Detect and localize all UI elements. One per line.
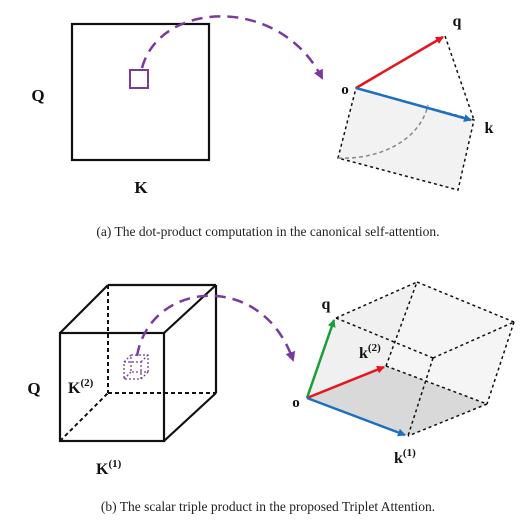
projection-arc <box>337 104 429 159</box>
matrix-row-label: Q <box>31 86 44 105</box>
parallelepiped-base <box>307 366 487 436</box>
tensor-row-label: Q <box>27 379 40 398</box>
caption-a: (a) The dot-product computation in the c… <box>96 224 439 239</box>
attention-tensor <box>58 283 218 443</box>
query-vector <box>355 35 444 90</box>
panel-b: Q K(2) K(1) o q k(2) <box>27 281 515 514</box>
tensor-cell-highlight <box>123 354 149 380</box>
query-label: q <box>453 13 462 30</box>
key2-label: k(2) <box>359 342 381 362</box>
origin-label: o <box>341 82 349 98</box>
parallelepiped-edges <box>335 281 515 437</box>
mapping-arrow-3d <box>135 294 296 362</box>
key2-vector <box>306 365 385 400</box>
tensor-col-label: K(1) <box>96 458 122 478</box>
query-vector-3d <box>305 319 336 399</box>
origin-label-3d: o <box>292 395 300 411</box>
parallelepiped-side <box>307 282 417 398</box>
key-vector <box>355 86 472 122</box>
panel-a: Q K o q k (a) The dot-product computatio… <box>31 13 493 239</box>
key-label: k <box>485 120 494 137</box>
query-label-3d: q <box>322 296 331 313</box>
caption-b: (b) The scalar triple product in the pro… <box>101 499 435 514</box>
mapping-arrow <box>140 15 324 80</box>
tensor-depth-label: K(2) <box>68 377 94 397</box>
key1-label: k(1) <box>394 447 416 467</box>
plane-edge-dashed <box>444 35 475 121</box>
matrix-col-label: K <box>134 178 148 197</box>
attention-matrix <box>70 22 211 162</box>
key1-vector <box>306 396 406 437</box>
parallelepiped-top <box>386 282 514 404</box>
matrix-cell-highlight <box>129 69 149 89</box>
